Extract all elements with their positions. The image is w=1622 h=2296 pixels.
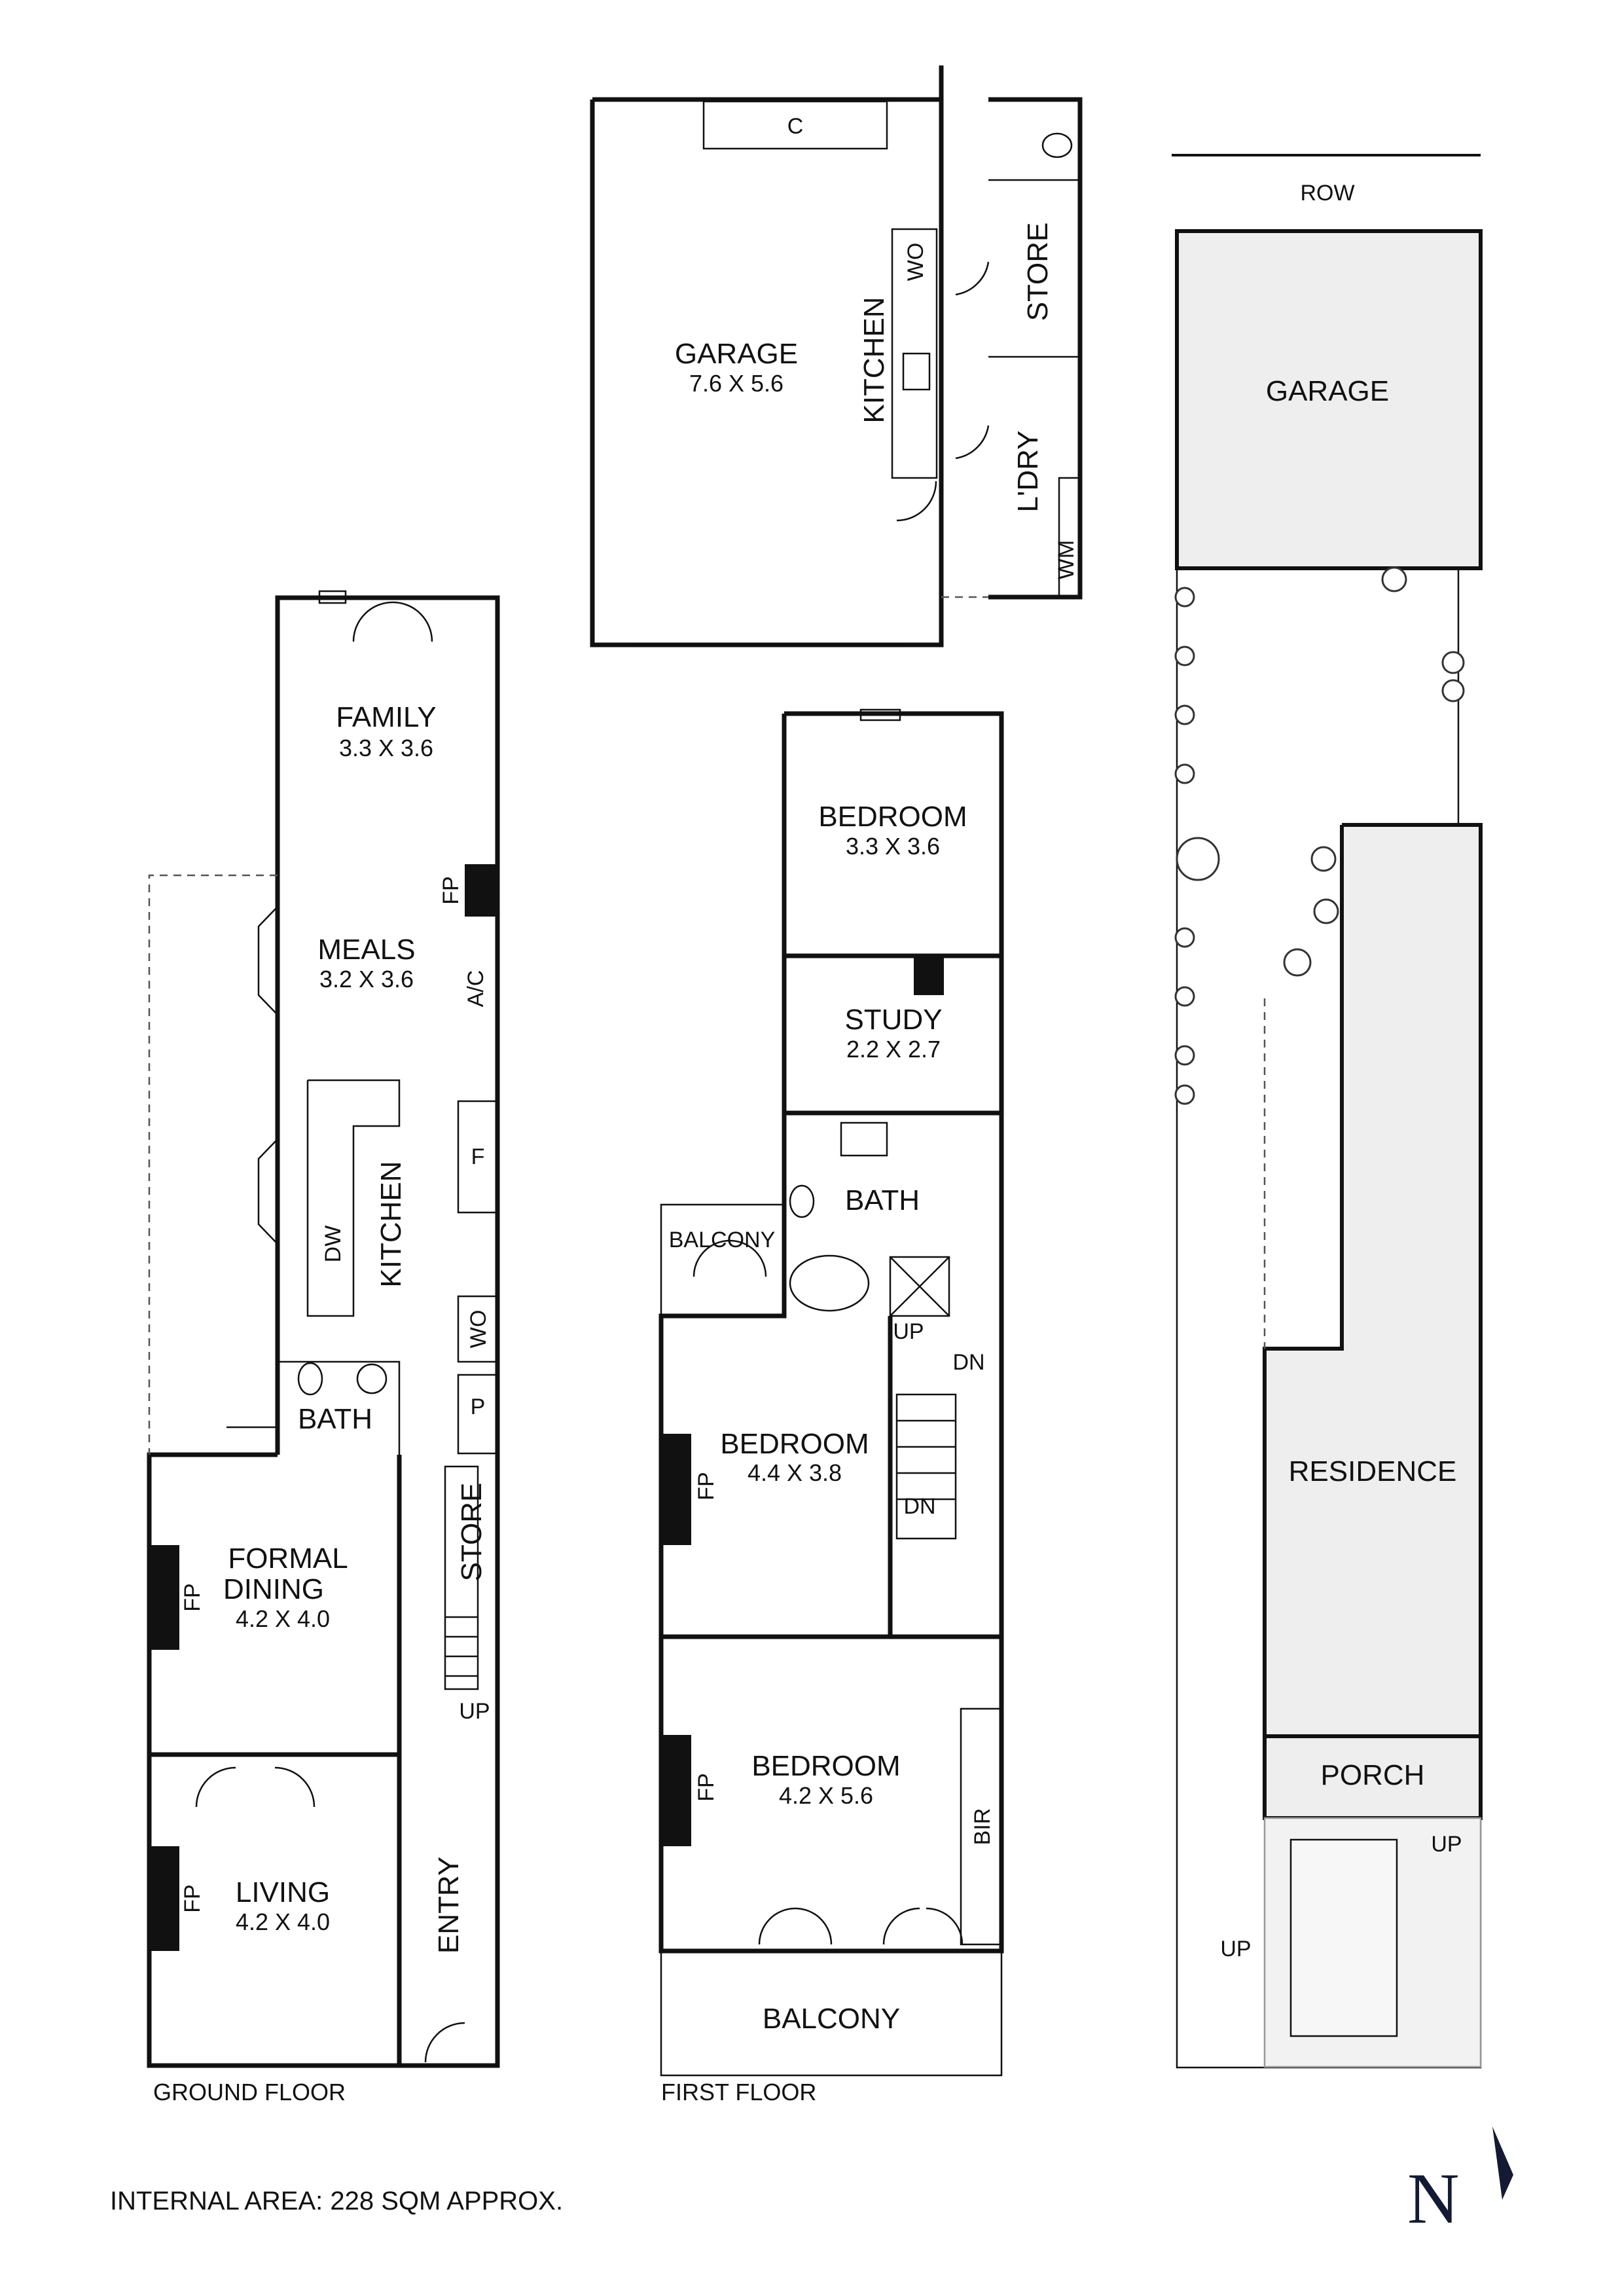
middle-bedroom-dims: 4.4 X 3.8 [748,1459,842,1486]
outbuilding-store-label: STORE [1022,223,1054,321]
site-plan [1172,154,1483,2069]
first-floor-plan [658,708,1004,2077]
meals-label: MEALS [317,934,415,966]
fridge-label: F [471,1144,485,1169]
front-bedroom-label: BEDROOM [751,1750,900,1782]
meals-dims: 3.2 X 3.6 [319,966,414,993]
first-floor-caption: FIRST FLOOR [661,2079,816,2105]
formal-dining-label-1: FORMAL [228,1542,348,1575]
north-arrow-icon [1492,2126,1513,2200]
ac-label: A/C [463,970,488,1008]
laundry-label: L'DRY [1012,431,1044,513]
entry-label: ENTRY [433,1857,465,1954]
formal-dining-dims: 4.2 X 4.0 [236,1605,330,1632]
north-letter: N [1407,2159,1459,2238]
living-dims: 4.2 X 4.0 [236,1908,330,1935]
stair-dn-label-first: DN [952,1350,984,1375]
family-dims: 3.3 X 3.6 [339,735,433,761]
fp-label-front-bedroom: FP [694,1773,719,1801]
rear-bedroom-label: BEDROOM [818,801,967,833]
stair-up-label: UP [459,1699,490,1724]
ground-bath-label: BATH [298,1403,372,1435]
side-balcony-label: BALCONY [669,1228,776,1252]
bir-label: BIR [970,1808,995,1846]
fp-label-dining: FP [180,1583,205,1611]
ground-floor-plan [147,590,500,2068]
stair-up-label-first: UP [893,1319,924,1344]
first-floor-bath-label: BATH [845,1184,920,1216]
stair-dn-label-first-lower: DN [903,1494,935,1519]
formal-dining-label-2: DINING [223,1573,324,1605]
residence-label: RESIDENCE [1289,1455,1457,1487]
garage-outbuilding-plan [590,65,1083,647]
fp-label-middle-bedroom: FP [694,1472,719,1500]
site-up-label-path: UP [1220,1937,1251,1961]
study-label: STUDY [844,1004,942,1036]
pantry-label: P [471,1394,486,1419]
rear-bedroom-dims: 3.3 X 3.6 [846,833,940,860]
cupboard-label: C [787,114,804,139]
row-label: ROW [1300,181,1354,206]
site-garage-label: GARAGE [1266,375,1389,407]
porch-label: PORCH [1321,1759,1425,1791]
wall-oven-label: WO [466,1310,491,1349]
family-label: FAMILY [336,701,436,733]
front-balcony-label: BALCONY [763,2003,900,2035]
site-up-label-porch: UP [1431,1832,1462,1857]
fp-label-meals: FP [439,876,463,904]
internal-area-text: INTERNAL AREA: 228 SQM APPROX. [110,2187,563,2215]
fp-label-living: FP [180,1884,205,1912]
study-dims: 2.2 X 2.7 [846,1036,941,1063]
front-bedroom-dims: 4.2 X 5.6 [779,1782,873,1809]
dishwasher-label: DW [321,1226,346,1263]
living-label: LIVING [236,1876,330,1908]
garage-dims: 7.6 X 5.6 [689,370,784,397]
ground-floor-caption: GROUND FLOOR [153,2079,346,2105]
ground-kitchen-label: KITCHEN [375,1161,407,1287]
washing-machine-label: WM [1054,540,1079,579]
outbuilding-wo-label: WO [903,243,928,282]
middle-bedroom-label: BEDROOM [720,1428,869,1460]
outbuilding-kitchen-label: KITCHEN [858,297,890,423]
garage-label: GARAGE [675,338,798,370]
ground-store-label: STORE [456,1483,488,1582]
